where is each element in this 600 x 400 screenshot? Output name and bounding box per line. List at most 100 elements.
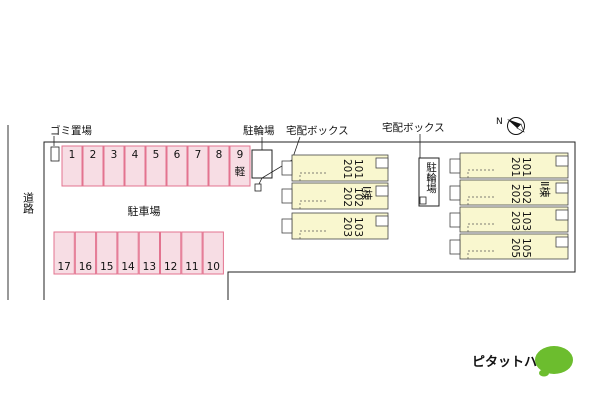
entrance-step <box>449 239 461 255</box>
utility-box <box>375 157 389 169</box>
parking-space-label: 14 <box>121 261 135 273</box>
utility-box <box>555 209 569 221</box>
parking-space-label: 8 <box>216 149 223 161</box>
parking-space-7 <box>187 145 209 187</box>
parking-space-label: 16 <box>79 261 93 273</box>
balcony-outline <box>467 169 496 178</box>
parking-space-label: 4 <box>132 149 139 161</box>
unit-number: 203 <box>509 211 521 231</box>
utility-box <box>555 155 569 167</box>
building-unit-row <box>291 154 389 182</box>
unit-number: 202 <box>509 184 521 204</box>
parking-space-4 <box>124 145 146 187</box>
parking-space-8 <box>208 145 230 187</box>
unit-number: 102 <box>520 184 532 204</box>
balcony-outline <box>467 250 496 259</box>
delivery-box-right <box>419 196 427 205</box>
compact-car-label: 軽 <box>235 166 246 178</box>
unit-number: 202 <box>341 187 353 207</box>
bicycle-parking-label-top: 駐輪場 <box>243 124 275 137</box>
parking-space-16 <box>74 231 97 275</box>
property-boundary <box>43 141 576 300</box>
parking-space-10 <box>202 231 224 275</box>
parking-space-17 <box>53 231 75 275</box>
parking-row-bottom: 17 16 15 14 13 12 11 10 <box>53 231 224 275</box>
parking-space-6 <box>166 145 188 187</box>
parking-space-9-compact <box>229 145 251 187</box>
utility-box <box>375 215 389 227</box>
logo: ピタットハウス <box>472 346 573 377</box>
parking-space-13 <box>138 231 160 275</box>
delivery-box-label-right: 宅配ボックス <box>382 121 445 134</box>
building-unit-row <box>291 212 389 240</box>
unit-number: 201 <box>509 157 521 177</box>
balcony-outline <box>467 223 496 232</box>
unit-number: 101 <box>520 157 532 177</box>
unit-number: 102 <box>352 187 364 207</box>
unit-number: 103 <box>520 211 532 231</box>
bicycle-parking-right <box>418 157 440 207</box>
bicycle-parking-label-right: 駐輪場 <box>425 161 437 194</box>
balcony-outline <box>299 200 328 209</box>
utility-box <box>555 236 569 248</box>
building-unit-row <box>291 182 389 210</box>
unit-number: 103 <box>352 217 364 237</box>
parking-space-15 <box>96 231 118 275</box>
logo-leaf-icon <box>535 346 573 374</box>
logo-leaf-small-icon <box>539 369 549 377</box>
parking-space-12 <box>160 231 182 275</box>
parking-space-label: 5 <box>153 149 160 161</box>
compass-needle-icon <box>507 119 521 128</box>
utility-box <box>555 182 569 194</box>
parking-space-label: 17 <box>57 261 70 273</box>
compass-needle-tail <box>516 123 525 133</box>
parking-space-label: 15 <box>100 261 113 273</box>
parking-space-label: 10 <box>207 261 220 273</box>
building-unit-row <box>459 179 569 206</box>
balcony-outline <box>467 196 496 205</box>
parking-space-label: 1 <box>69 149 76 161</box>
parking-space-label: 11 <box>185 261 198 273</box>
building-unit-row <box>459 152 569 179</box>
balcony-outline <box>299 230 328 239</box>
entrance-step <box>281 160 293 176</box>
delivery-box-label-left: 宅配ボックス <box>286 124 349 137</box>
parking-space-label: 7 <box>195 149 202 161</box>
parking-space-11 <box>181 231 203 275</box>
parking-space-label: 6 <box>174 149 181 161</box>
road-label: 道路 <box>22 191 35 215</box>
parking-label: 駐車場 <box>128 204 161 218</box>
utility-box <box>375 185 389 197</box>
unit-number: 201 <box>341 159 353 179</box>
compass: N <box>496 117 525 135</box>
parking-space-1 <box>61 145 83 187</box>
balcony-outline <box>299 172 328 181</box>
delivery-box-left <box>254 183 262 192</box>
parking-space-label: 3 <box>111 149 118 161</box>
building-unit-row <box>459 206 569 233</box>
garbage-area <box>50 146 60 162</box>
parking-space-5 <box>145 145 167 187</box>
unit-number: 105 <box>520 238 532 258</box>
building-name: Ⅱ棟 <box>538 181 552 197</box>
delivery-box-leader-left <box>257 136 301 187</box>
building-name: Ⅰ棟 <box>360 186 374 200</box>
entrance-step <box>281 218 293 234</box>
entrance-step <box>281 188 293 204</box>
entrance-step <box>449 212 461 228</box>
compass-north-label: N <box>496 117 503 127</box>
parking-space-label: 12 <box>164 261 177 273</box>
unit-number: 101 <box>352 159 364 179</box>
parking-space-label: 2 <box>90 149 97 161</box>
parking-space-14 <box>117 231 139 275</box>
unit-number: 203 <box>341 217 353 237</box>
parking-space-label: 13 <box>143 261 156 273</box>
parking-space-3 <box>103 145 125 187</box>
unit-number: 205 <box>509 238 521 258</box>
entrance-step <box>449 158 461 174</box>
parking-space-2 <box>82 145 104 187</box>
